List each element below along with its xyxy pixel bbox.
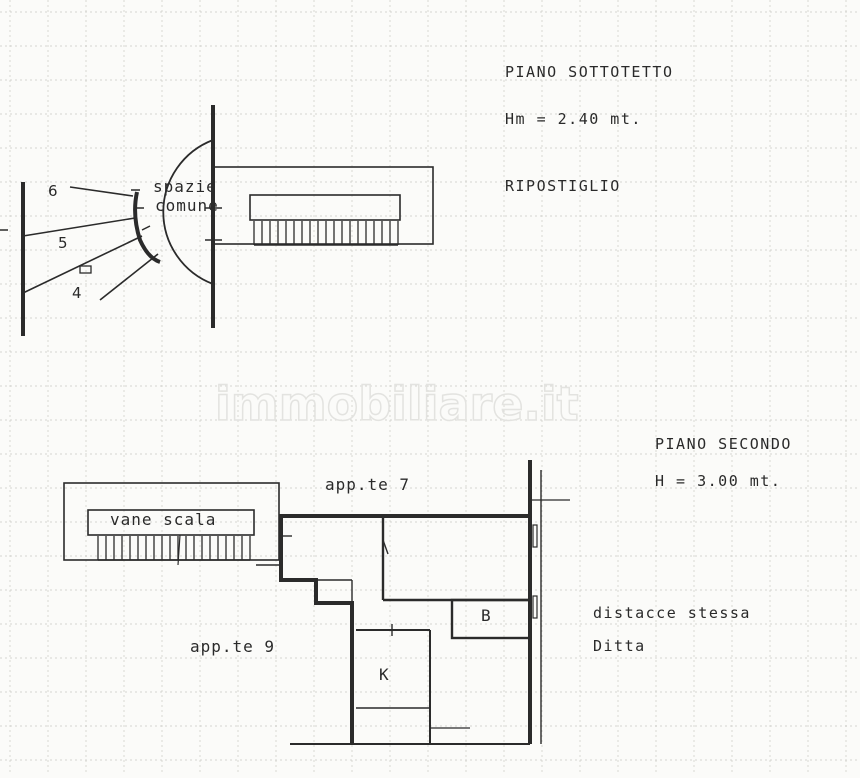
attic-plan: 6 5 4 spazie comune PIANO SOTTOTETTO Hm … [0, 63, 674, 336]
partition-end [99, 253, 159, 301]
door-tick [141, 225, 151, 231]
partition-6 [69, 186, 134, 197]
small-marker [79, 265, 92, 274]
partition-4 [22, 235, 143, 294]
attic-storage-room [212, 166, 434, 245]
attic-height: Hm = 2.40 mt. [505, 110, 642, 128]
kitchen-label: K [379, 665, 390, 684]
common-space-label-2: comune [155, 196, 219, 215]
note-line-1: distacce stessa [593, 604, 751, 622]
stair-label: vane scala [110, 510, 216, 529]
door-tick [382, 539, 389, 555]
second-floor-height: H = 3.00 mt. [655, 472, 781, 490]
apartment-left-wall [279, 516, 354, 744]
storage-number-4: 4 [72, 284, 82, 302]
window-mark [532, 595, 538, 619]
floor-stair-treads [97, 536, 251, 561]
attic-room-label: RIPOSTIGLIO [505, 177, 621, 195]
storage-number-6: 6 [48, 182, 58, 200]
common-space-label: spazie [153, 177, 217, 196]
storage-number-5: 5 [58, 234, 68, 252]
second-floor-title: PIANO SECONDO [655, 435, 792, 453]
common-space-arc [162, 139, 214, 285]
attic-stair-well [249, 194, 401, 221]
bathroom-label: B [481, 606, 492, 625]
attic-title: PIANO SOTTOTETTO [505, 63, 674, 81]
stair-well [87, 509, 255, 536]
bathroom-walls [450, 598, 532, 640]
watermark-text: immobiliare.it [215, 377, 579, 431]
window-mark [532, 524, 538, 548]
second-floor-plan: vane scala B K app.te 7 app.te 9 PIANO S… [63, 435, 792, 745]
attic-stair-treads [253, 221, 399, 246]
partition-5 [22, 217, 136, 237]
note-line-2: Ditta [593, 637, 646, 655]
apartment-9-label: app.te 9 [190, 637, 275, 656]
apartment-7-label: app.te 7 [325, 475, 410, 494]
stair-arrow [177, 534, 181, 566]
